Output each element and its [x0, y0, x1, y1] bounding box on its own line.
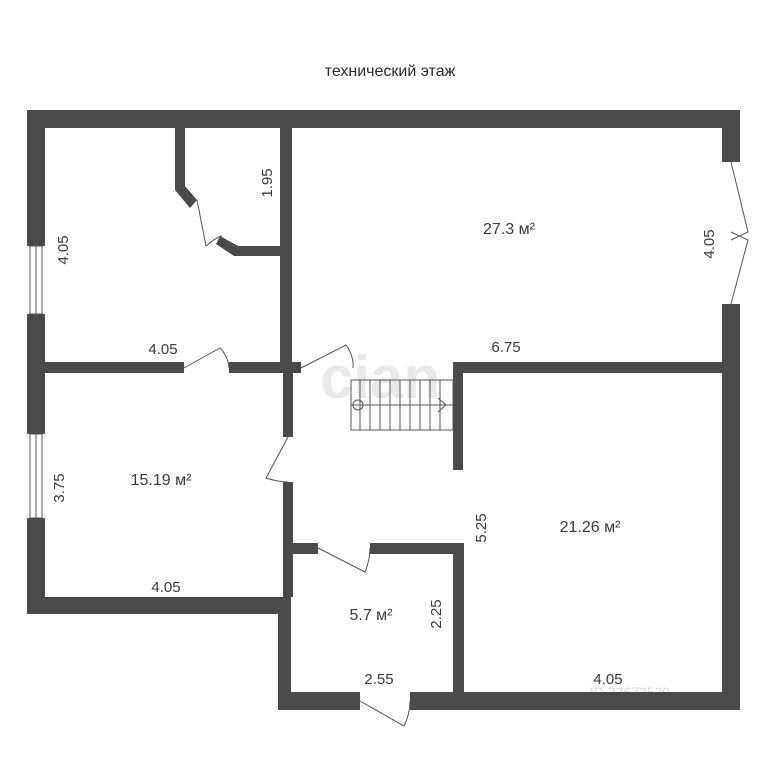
dim-small-height: 2.25 — [428, 599, 445, 628]
wall-top — [27, 110, 740, 128]
wall-left-bottom — [27, 518, 45, 614]
doors — [183, 161, 749, 727]
wall-closet-angle — [175, 128, 197, 208]
area-label-left-middle: 15.19 м² — [131, 472, 192, 489]
staircase — [350, 379, 454, 431]
walls — [27, 110, 740, 710]
wall-small-top-b — [370, 543, 464, 554]
dim-bottom-right-width: 4.05 — [593, 671, 622, 688]
wall-hall-left-top — [283, 373, 293, 437]
dim-left-middle-width: 4.05 — [151, 579, 180, 596]
dim-top-left-width: 4.05 — [148, 341, 177, 358]
dim-closet-height: 1.95 — [259, 168, 276, 197]
wall-closet-right — [280, 128, 292, 368]
dim-top-left-height: 4.05 — [55, 235, 72, 264]
wall-small-top-a — [291, 543, 318, 554]
door-small-top — [317, 547, 371, 573]
wall-stair-right — [453, 362, 463, 470]
wall-hall-left-bottom — [283, 482, 293, 597]
wall-small-right — [453, 543, 464, 710]
area-label-bottom-right: 21.26 м² — [560, 519, 621, 536]
area-label-top-right: 27.3 м² — [483, 221, 536, 238]
wall-mid-right — [455, 362, 740, 373]
door-closet — [196, 199, 223, 247]
door-entry — [359, 700, 411, 727]
wall-bottom-left — [278, 692, 360, 710]
door-hall-left — [265, 436, 289, 483]
dim-small-width: 2.55 — [364, 671, 393, 688]
area-label-small: 5.7 м² — [349, 607, 393, 624]
dim-left-middle-height: 3.75 — [51, 473, 68, 502]
dim-bottom-right-height: 5.25 — [473, 513, 490, 542]
door-right-double — [730, 161, 749, 305]
door-left-room — [183, 347, 230, 369]
door-hall-top — [300, 344, 354, 369]
wall-small-left — [278, 597, 291, 710]
floor-title: технический этаж — [325, 63, 456, 80]
wall-bottom-right — [410, 692, 740, 710]
wall-left-mid — [27, 314, 45, 434]
wall-left-lower — [27, 597, 291, 614]
dim-top-right-height: 4.05 — [701, 229, 718, 258]
wall-mid-left-b — [229, 362, 301, 373]
wall-closet-bottom — [216, 236, 283, 256]
wall-left-top — [27, 110, 45, 246]
dim-top-right-width: 6.75 — [491, 339, 520, 356]
wall-right-bottom — [722, 304, 740, 710]
wall-right-top — [722, 110, 740, 162]
wall-mid-left-a — [27, 362, 184, 373]
windows — [29, 245, 43, 519]
